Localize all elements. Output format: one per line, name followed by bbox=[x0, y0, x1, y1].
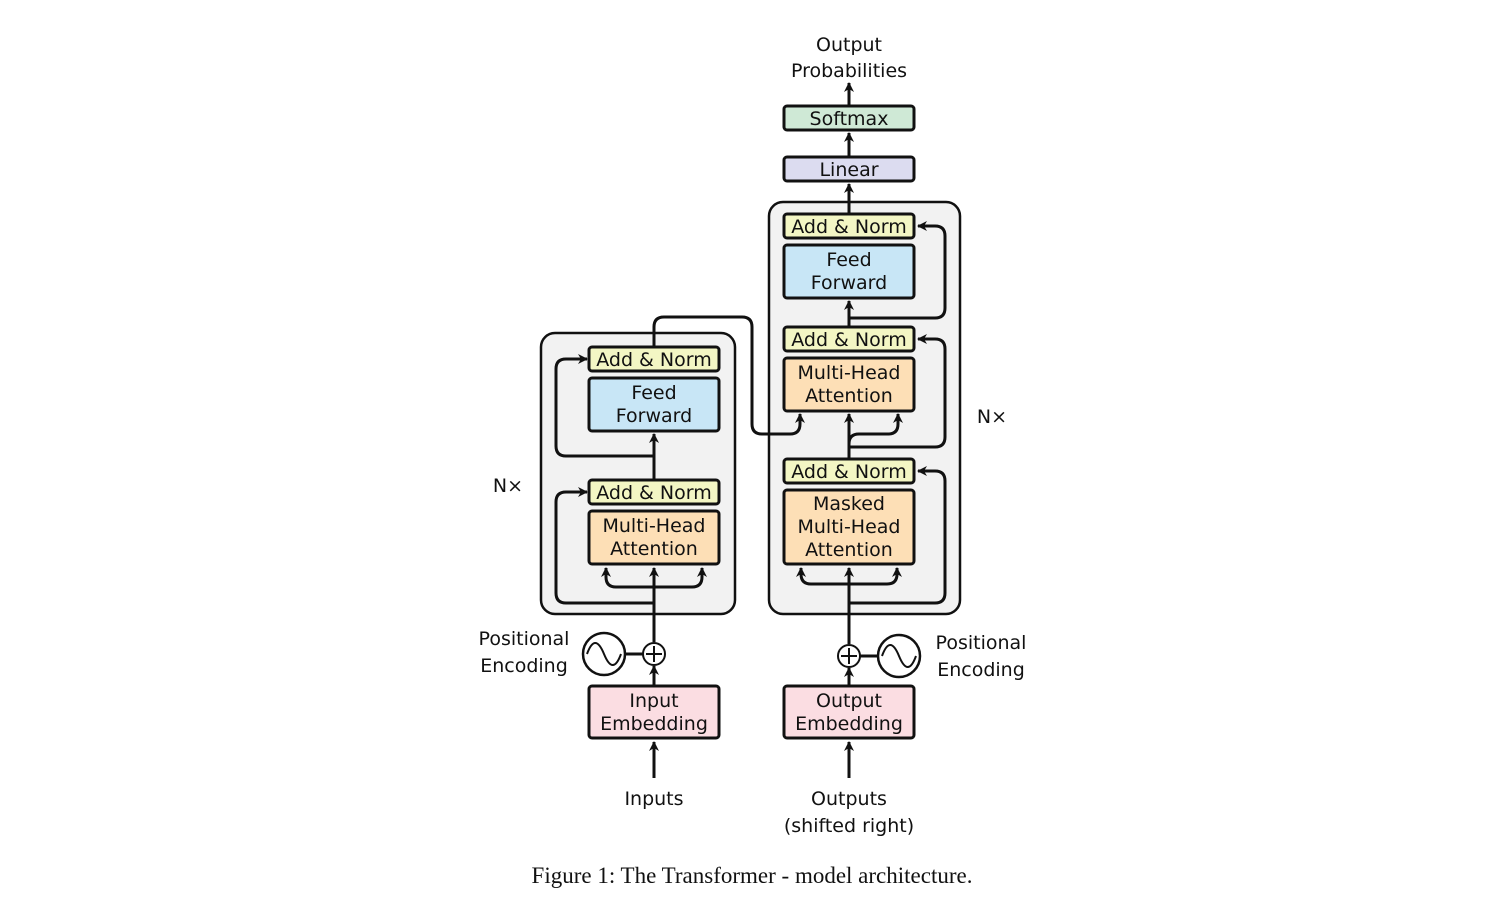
decoder-masked-attention-line1: Masked bbox=[813, 493, 885, 515]
encoder-add-norm-bottom-label: Add & Norm bbox=[596, 482, 712, 504]
decoder-masked-attention-line2: Multi-Head bbox=[798, 516, 901, 538]
outputs-label: Outputs bbox=[811, 788, 887, 810]
encoder-positional-encoding-line1: Positional bbox=[479, 628, 570, 650]
decoder-add-norm-top: Add & Norm bbox=[782, 212, 916, 240]
input-embedding-line1: Input bbox=[629, 690, 678, 712]
encoder-positional-encoding-line2: Encoding bbox=[480, 655, 568, 677]
decoder-positional-encoding-line2: Encoding bbox=[937, 659, 1025, 681]
encoder-add-norm-bottom: Add & Norm bbox=[587, 478, 721, 506]
output-embedding-line1: Output bbox=[816, 690, 882, 712]
figure-caption: Figure 1: The Transformer - model archit… bbox=[532, 863, 973, 888]
decoder-add-norm-bottom: Add & Norm bbox=[782, 457, 916, 485]
decoder-feed-forward-line1: Feed bbox=[826, 249, 871, 271]
decoder-plus-icon bbox=[837, 644, 861, 668]
decoder-output-embedding: Output Embedding bbox=[782, 684, 916, 740]
encoder-plus-icon bbox=[642, 642, 666, 666]
encoder-wires bbox=[554, 315, 805, 778]
outputs-shifted-label: (shifted right) bbox=[784, 815, 914, 837]
encoder-multi-head-attention: Multi-Head Attention bbox=[587, 509, 721, 566]
encoder-add-norm-top-label: Add & Norm bbox=[596, 349, 712, 371]
encoder-block bbox=[539, 331, 737, 616]
decoder-cross-attention-line1: Multi-Head bbox=[798, 362, 901, 384]
encoder-attention-line1: Multi-Head bbox=[603, 515, 706, 537]
linear-layer: Linear bbox=[782, 155, 916, 183]
decoder-add-norm-top-label: Add & Norm bbox=[791, 216, 907, 238]
output-embedding-line2: Embedding bbox=[795, 713, 903, 735]
encoder-feed-forward: Feed Forward bbox=[587, 376, 721, 433]
decoder-feed-forward-line2: Forward bbox=[811, 272, 887, 294]
decoder-repeat-label: N× bbox=[977, 406, 1007, 428]
decoder-sine-wave-icon bbox=[876, 633, 922, 679]
inputs-label: Inputs bbox=[624, 788, 683, 810]
softmax-label: Softmax bbox=[810, 108, 889, 130]
decoder-positional-encoding-line1: Positional bbox=[936, 632, 1027, 654]
decoder-cross-attention-line2: Attention bbox=[805, 385, 893, 407]
encoder-repeat-label: N× bbox=[493, 475, 523, 497]
encoder-attention-line2: Attention bbox=[610, 538, 698, 560]
decoder-wires bbox=[796, 82, 947, 778]
decoder-masked-attention: Masked Multi-Head Attention bbox=[782, 488, 916, 566]
softmax-layer: Softmax bbox=[782, 104, 916, 132]
decoder-feed-forward: Feed Forward bbox=[782, 243, 916, 300]
decoder-cross-attention: Multi-Head Attention bbox=[782, 356, 916, 413]
decoder-masked-attention-line3: Attention bbox=[805, 539, 893, 561]
decoder-add-norm-mid: Add & Norm bbox=[782, 325, 916, 353]
decoder-add-norm-bottom-label: Add & Norm bbox=[791, 461, 907, 483]
encoder-input-embedding: Input Embedding bbox=[587, 684, 721, 740]
encoder-add-norm-top: Add & Norm bbox=[587, 345, 721, 373]
input-embedding-line2: Embedding bbox=[600, 713, 708, 735]
encoder-feed-forward-line2: Forward bbox=[616, 405, 692, 427]
output-probabilities-line2: Probabilities bbox=[791, 60, 907, 82]
decoder-add-norm-mid-label: Add & Norm bbox=[791, 329, 907, 351]
linear-label: Linear bbox=[819, 159, 878, 181]
encoder-feed-forward-line1: Feed bbox=[631, 382, 676, 404]
encoder-sine-wave-icon bbox=[581, 631, 627, 677]
output-probabilities-line1: Output bbox=[816, 34, 882, 56]
